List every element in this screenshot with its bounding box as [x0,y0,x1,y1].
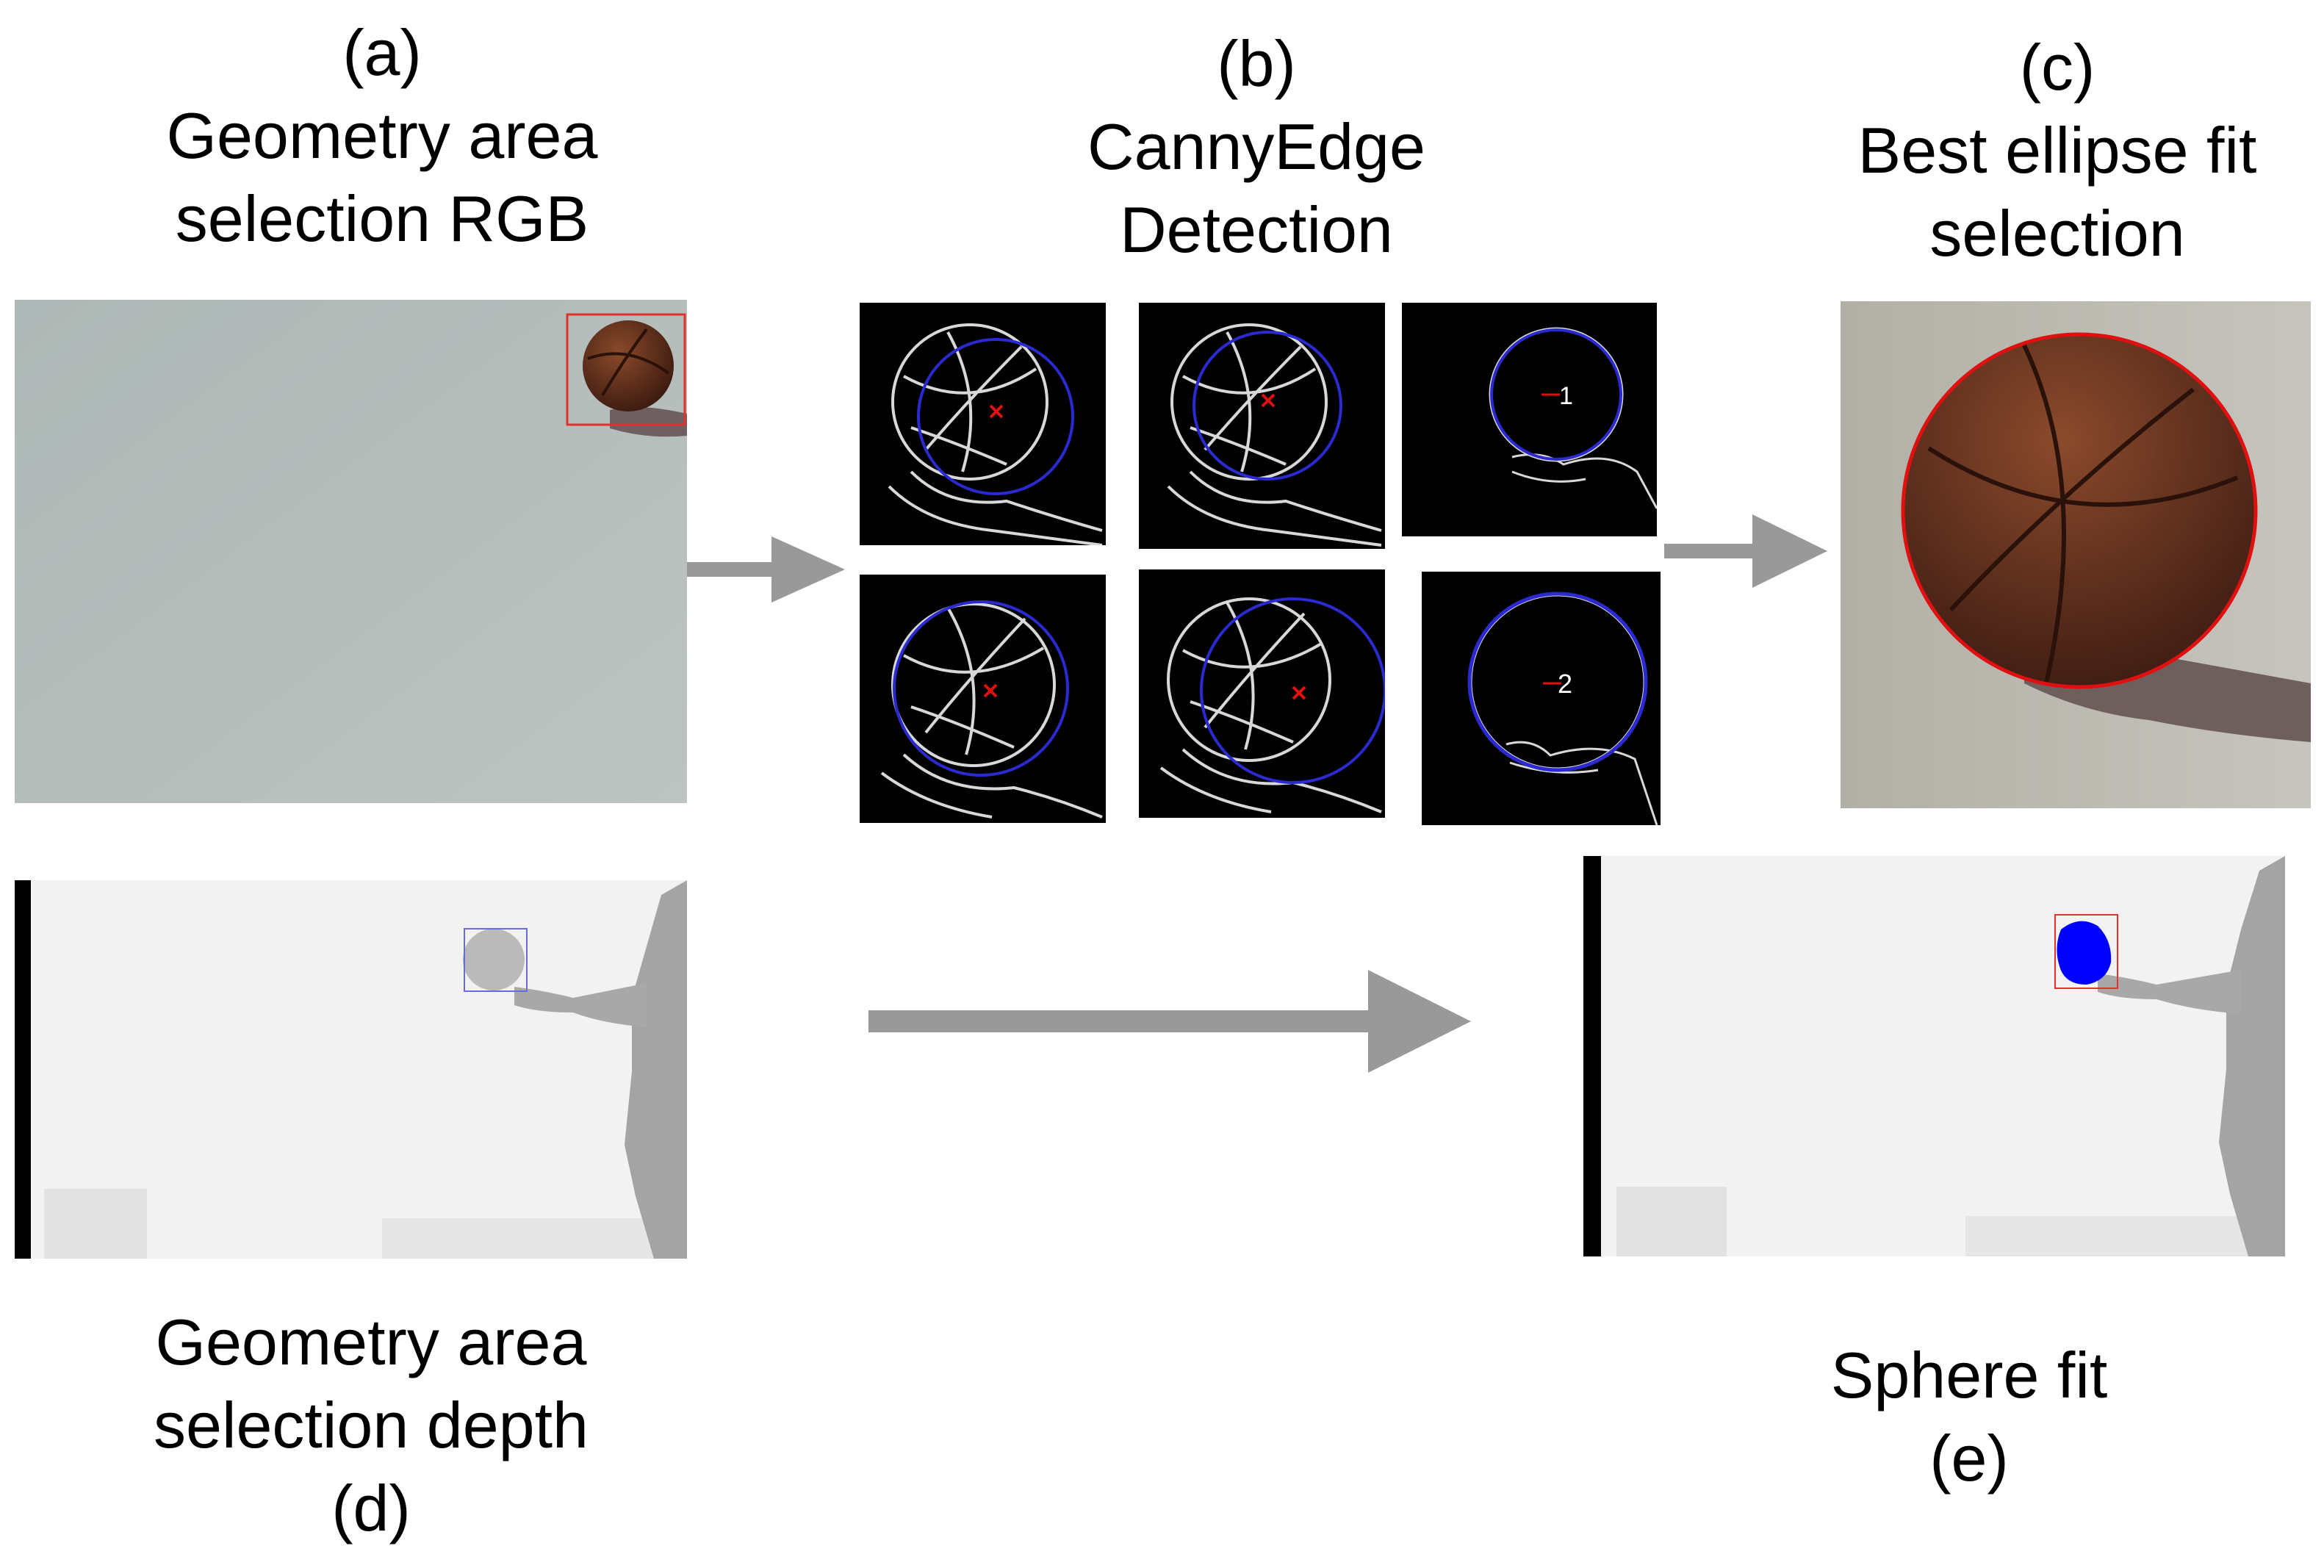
ellipse-fit-panel [1841,301,2311,808]
detected-circle [1192,331,1342,481]
arrow-right-icon [868,970,1475,1073]
rgb-panel [15,300,687,803]
caption-d-line2: selection depth [154,1389,589,1461]
caption-a-line1: Geometry area [166,99,598,172]
selection-box [566,313,686,426]
caption-e: Sphere fit (e) [1690,1334,2248,1500]
hand-icon [610,407,687,437]
caption-a-letter: (a) [342,16,422,89]
detected-circle [1200,597,1385,784]
detected-circle [917,338,1074,495]
selection-box [464,928,528,992]
detected-circle [1490,328,1622,461]
caption-d-line1: Geometry area [155,1306,587,1378]
edge-panel-bottom-left [860,575,1106,823]
arrow-right-icon [687,536,849,610]
basketball-icon [1903,334,2256,687]
caption-b-letter: (b) [1217,27,1296,100]
ellipse-fit-outline [1901,332,2258,689]
caption-a: (a) Geometry area selection RGB [103,11,661,260]
caption-c-letter: (c) [2019,31,2095,104]
selection-box [2054,914,2118,989]
caption-d: Geometry area selection depth (d) [92,1301,650,1550]
caption-c-line2: selection [1929,197,2185,270]
caption-c: (c) Best ellipse fit selection [1778,26,2324,275]
sphere-fit-panel [1583,856,2285,1256]
sphere-fit-region [2057,921,2112,985]
hand-icon [1511,453,1657,509]
caption-a-line2: selection RGB [175,182,589,255]
edge-panel-top-right: 1 [1402,303,1657,536]
edge-panel-bottom-right: 2 [1422,572,1661,825]
edge-panel-top-middle [1139,303,1385,549]
hand-icon [880,753,1103,819]
caption-e-letter: (e) [1929,1422,2009,1495]
caption-b-line2: Detection [1120,193,1393,266]
edge-panel-bottom-middle [1139,569,1385,818]
hand-icon [1167,470,1382,547]
depth-panel [15,880,687,1259]
detected-circle [1467,591,1648,772]
edge-label-1: 1 [1559,382,1573,410]
arrow-right-icon [1664,514,1830,591]
hand-icon [888,470,1103,545]
caption-e-line1: Sphere fit [1830,1339,2108,1411]
edge-label-2: 2 [1558,669,1572,699]
depth-ball-region [463,929,525,990]
detected-circle [893,600,1069,777]
caption-d-letter: (d) [331,1472,411,1544]
caption-c-line1: Best ellipse fit [1857,114,2257,187]
caption-b: (b) CannyEdge Detection [977,22,1536,271]
hand-icon [1505,741,1658,825]
edge-panel-top-left [860,303,1106,545]
caption-b-line1: CannyEdge [1087,110,1425,183]
